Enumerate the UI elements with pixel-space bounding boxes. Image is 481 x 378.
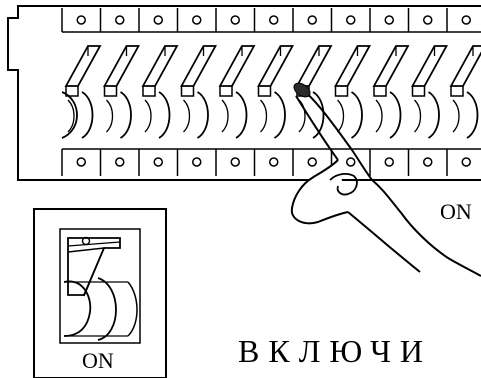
- bottom-terminal-screw: [423, 157, 433, 167]
- caption-text: ВКЛЮЧИ: [238, 333, 432, 369]
- top-terminal-screw: [307, 15, 317, 25]
- bottom-terminal-screw: [461, 157, 471, 167]
- pointing-hand: [290, 82, 481, 277]
- breaker-unit[interactable]: [410, 45, 449, 139]
- top-terminal-screw: [384, 15, 394, 25]
- top-terminal-screw: [230, 15, 240, 25]
- top-terminal-screw: [192, 15, 202, 25]
- bottom-terminal-screw: [76, 157, 86, 167]
- bottom-terminal-strip: [61, 149, 471, 176]
- breaker-unit[interactable]: [141, 45, 179, 139]
- breaker-unit[interactable]: [256, 45, 295, 139]
- bottom-terminal-screw: [269, 157, 279, 167]
- top-terminal-screw: [461, 15, 471, 25]
- top-terminal-screw: [269, 15, 279, 25]
- breaker-unit[interactable]: [179, 45, 218, 139]
- breaker-detail-inset: [33, 208, 167, 378]
- top-terminal-screw: [153, 15, 163, 25]
- breaker-unit[interactable]: [218, 45, 256, 139]
- breaker-unit[interactable]: [333, 45, 372, 139]
- bottom-terminal-screw: [346, 157, 356, 167]
- bottom-terminal-screw: [192, 157, 202, 167]
- breaker-housing: [7, 5, 481, 181]
- bottom-terminal-screw: [153, 157, 163, 167]
- top-terminal-screw: [76, 15, 86, 25]
- detail-on-label: ON: [82, 348, 114, 373]
- bottom-terminal-screw: [115, 157, 125, 167]
- top-terminal-strip: [61, 8, 471, 32]
- bottom-terminal-screw: [230, 157, 240, 167]
- breaker-unit[interactable]: [64, 45, 102, 139]
- top-terminal-screw: [423, 15, 433, 25]
- breaker-row: [61, 45, 481, 139]
- main-on-label: ON: [440, 199, 472, 224]
- top-terminal-screw: [346, 15, 356, 25]
- breaker-unit[interactable]: [372, 45, 410, 139]
- bottom-terminal-screw: [307, 157, 317, 167]
- top-terminal-screw: [115, 15, 125, 25]
- fingertip-mark: [293, 82, 311, 98]
- bottom-terminal-screw: [384, 157, 394, 167]
- breaker-unit[interactable]: [102, 45, 141, 139]
- breaker-unit[interactable]: [449, 45, 481, 139]
